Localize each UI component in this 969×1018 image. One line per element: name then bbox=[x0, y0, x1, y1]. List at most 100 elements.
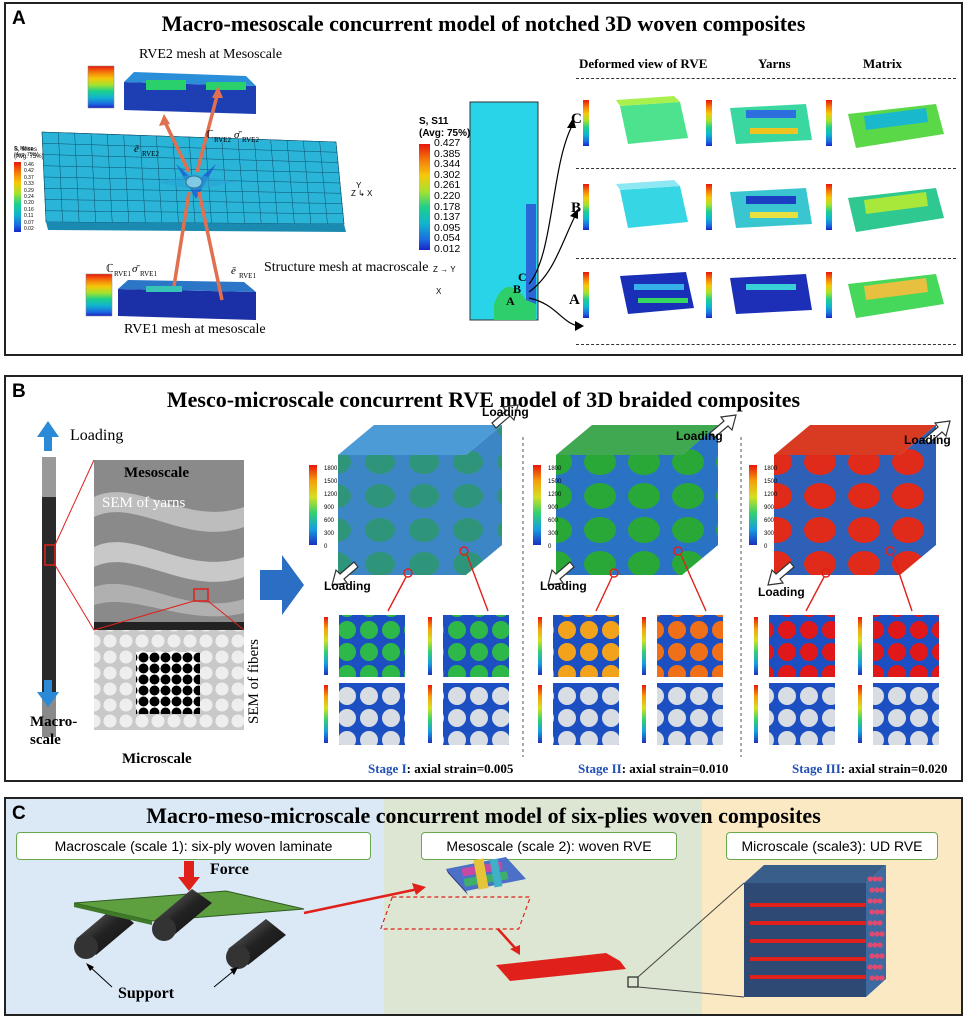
rve1-label: RVE1 mesh at mesoscale bbox=[124, 322, 266, 337]
vm-tick-label: 1800 bbox=[324, 466, 338, 472]
microscale-label: Microscale bbox=[122, 751, 192, 767]
s11-legend-subtitle: (Avg: 75%) bbox=[419, 128, 471, 139]
stage-1-text: : axial strain=0.005 bbox=[406, 761, 514, 776]
mises-tick-label: 0.24 bbox=[24, 194, 34, 200]
point-label-b: B bbox=[513, 282, 522, 296]
vm-tick-label: 1800 bbox=[548, 466, 562, 472]
mises-legend-title: S, Mises bbox=[14, 146, 34, 152]
rve-results bbox=[616, 96, 944, 318]
loading-arrows-white bbox=[331, 404, 951, 586]
vm-tick-label: 0 bbox=[548, 544, 552, 550]
panel-letter-a: A bbox=[12, 8, 26, 29]
big-arrow bbox=[260, 555, 304, 615]
vm-tick-label: 300 bbox=[764, 531, 775, 537]
s11-tick-label: 0.178 bbox=[434, 200, 461, 213]
scale-2-box: Mesoscale (scale 2): woven RVE bbox=[421, 832, 677, 860]
svg-text:Z → Y: Z → Y bbox=[433, 265, 456, 274]
vm-tick-label: 600 bbox=[764, 518, 775, 524]
stage-1-caption: Stage I: axial strain=0.005 bbox=[368, 761, 513, 777]
micro-strain-row bbox=[324, 683, 939, 745]
s11-tick-label: 0.302 bbox=[434, 168, 461, 181]
vm-tick-label: 300 bbox=[548, 531, 559, 537]
vm-tick-label: 1800 bbox=[764, 466, 778, 472]
load-cylinder bbox=[152, 889, 212, 941]
svg-text:RVE2: RVE2 bbox=[242, 136, 259, 144]
mini-legends bbox=[583, 100, 832, 318]
loading-label-2: Loading bbox=[324, 579, 371, 593]
svg-text:ℂ: ℂ bbox=[206, 129, 214, 141]
structure-label: Structure mesh at macroscale bbox=[264, 260, 429, 275]
s11-tick-label: 0.054 bbox=[434, 232, 461, 245]
sem-yarns-label: SEM of yarns bbox=[102, 495, 186, 511]
stage-2-text: : axial strain=0.010 bbox=[621, 761, 729, 776]
panel-a-title: Macro-mesoscale concurrent model of notc… bbox=[161, 11, 806, 36]
s11-tick-label: 0.095 bbox=[434, 221, 461, 234]
s11-tick-label: 0.012 bbox=[434, 242, 461, 255]
scale-link-arrow bbox=[303, 887, 419, 915]
s11-tick-label: 0.261 bbox=[434, 179, 461, 192]
mises-tick-label: 0.42 bbox=[24, 168, 34, 175]
sem-fibers-image bbox=[94, 630, 244, 730]
svg-text:X: X bbox=[436, 287, 442, 296]
loading-label: Loading bbox=[70, 427, 124, 444]
loading-arrows-blue bbox=[37, 421, 59, 451]
svg-text:(Avg: 75%): (Avg: 75%) bbox=[14, 154, 44, 160]
divider bbox=[576, 78, 956, 79]
support-arrows bbox=[87, 964, 237, 988]
rve-dashed-frame bbox=[379, 896, 532, 930]
mises-tick-label: 0.46 bbox=[24, 162, 34, 168]
svg-text:Z ↳ X: Z ↳ X bbox=[351, 189, 373, 198]
s11-tick-label: 0.385 bbox=[434, 147, 461, 160]
mises-legend: S, Mises (Avg: 75%) bbox=[14, 147, 44, 232]
loading-label-1: Loading bbox=[482, 405, 529, 419]
vm-tick-label: 600 bbox=[324, 518, 335, 524]
panel-a-graphics: S, Mises (Avg: 75%) bbox=[14, 65, 944, 331]
vm-tick-label: 1500 bbox=[764, 479, 778, 485]
svg-text:RVE1: RVE1 bbox=[239, 272, 256, 280]
vm-tick-label: 0 bbox=[764, 544, 768, 550]
side-label-b: B bbox=[571, 200, 582, 216]
divider bbox=[576, 344, 956, 345]
mises-tick-label: 0.20 bbox=[24, 200, 34, 207]
stage-1-name: Stage I bbox=[368, 761, 407, 776]
side-label-a: A bbox=[569, 292, 580, 308]
panel-b: B Mesco-microscale concurrent RVE model … bbox=[4, 375, 963, 782]
micro-stress-row bbox=[324, 615, 939, 677]
sem-fibers-label: SEM of fibers bbox=[246, 639, 262, 724]
mises-tick-label: 0.11 bbox=[24, 213, 34, 220]
vm-tick-label: 900 bbox=[324, 505, 335, 511]
stage-1-rve bbox=[309, 425, 502, 575]
point-label-c: C bbox=[518, 270, 527, 284]
svg-text:RVE1: RVE1 bbox=[140, 270, 157, 278]
stage-3-name: Stage III bbox=[792, 761, 841, 776]
mises-tick-label: 0.16 bbox=[24, 206, 34, 213]
mises-tick-label: 0.29 bbox=[24, 187, 34, 194]
loading-label-4: Loading bbox=[540, 579, 587, 593]
s11-tick-label: 0.427 bbox=[434, 137, 461, 149]
mises-tick-label: 0.07 bbox=[24, 219, 34, 226]
mises-legend-subtitle: (Avg: 75%) bbox=[14, 152, 39, 158]
panel-letter-b: B bbox=[12, 381, 26, 402]
sem-yarns-image bbox=[94, 460, 244, 632]
stage-2-name: Stage II bbox=[578, 761, 622, 776]
panel-b-graphics bbox=[37, 404, 951, 757]
svg-text:Y: Y bbox=[356, 181, 362, 190]
vm-tick-label: 600 bbox=[548, 518, 559, 524]
mises-tick-label: 0.33 bbox=[24, 181, 34, 188]
panel-b-title: Mesco-microscale concurrent RVE model of… bbox=[166, 387, 801, 412]
svg-text:S, Mises: S, Mises bbox=[14, 147, 37, 153]
vm-tick-label: 300 bbox=[324, 531, 335, 537]
svg-text:ē: ē bbox=[134, 143, 139, 155]
header-yarns: Yarns bbox=[758, 56, 791, 71]
zoom-lines bbox=[54, 459, 245, 631]
scale-arrows bbox=[162, 91, 224, 301]
svg-text:ē: ē bbox=[231, 265, 236, 277]
svg-text:ℂ: ℂ bbox=[106, 263, 114, 275]
woven-rve bbox=[446, 857, 526, 895]
loading-label-5: Loading bbox=[904, 433, 951, 447]
stage-3-text: : axial strain=0.020 bbox=[840, 761, 948, 776]
notched-specimen bbox=[469, 101, 539, 321]
